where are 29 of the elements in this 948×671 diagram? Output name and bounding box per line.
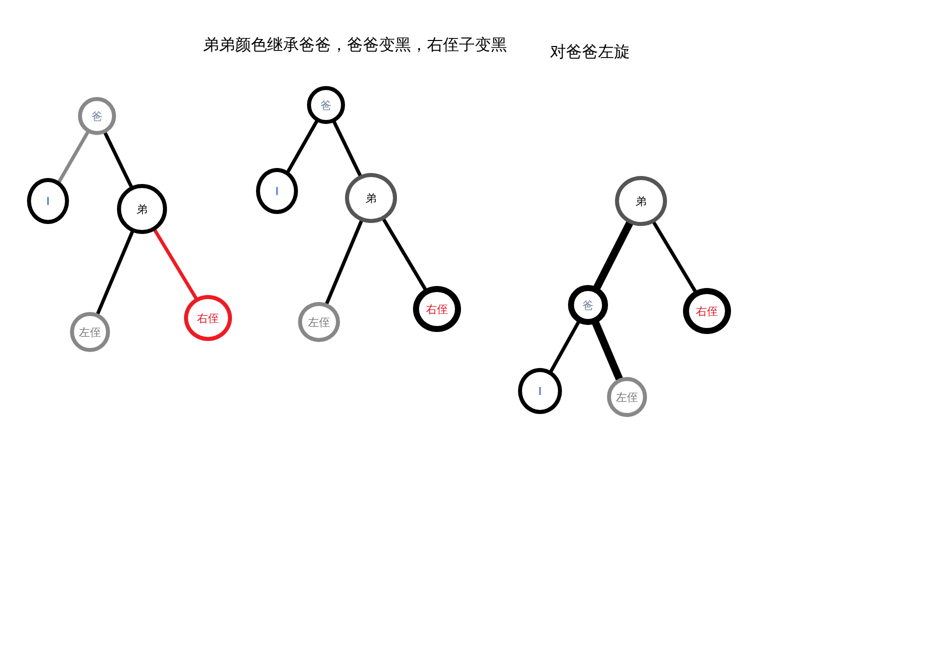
tree-node: 左侄: [70, 312, 110, 352]
connector-line: [548, 320, 581, 374]
tree-node: 右侄: [184, 295, 232, 341]
connector-line: [592, 320, 624, 382]
tree-node: 爸: [568, 285, 608, 325]
connector-line: [286, 119, 319, 174]
tree-node: 爸: [307, 86, 345, 124]
connector-line: [56, 130, 90, 184]
tree-node: 右侄: [413, 286, 461, 332]
connector-line: [152, 228, 198, 300]
tree-node: 左侄: [607, 377, 647, 417]
tree-node: 弟: [117, 184, 167, 234]
tree-node: I: [256, 168, 298, 214]
connector-line: [593, 220, 634, 290]
tree-node: 弟: [345, 173, 397, 223]
connector-line: [652, 220, 698, 294]
connector-line: [103, 131, 134, 189]
heading-text: 弟弟颜色继承爸爸，爸爸变黑，右侄子变黑: [203, 36, 507, 56]
tree-node: I: [518, 368, 562, 414]
tree-node: 左侄: [298, 302, 340, 342]
tree-node: 右侄: [683, 288, 731, 334]
heading-text: 对爸爸左旋: [550, 43, 630, 63]
tree-node: 弟: [615, 176, 667, 226]
connector-line: [382, 218, 428, 292]
connector-line: [332, 120, 362, 178]
connector-line: [96, 230, 134, 316]
connector-line: [324, 219, 364, 306]
tree-node: I: [27, 178, 69, 224]
tree-node: 爸: [78, 97, 116, 135]
